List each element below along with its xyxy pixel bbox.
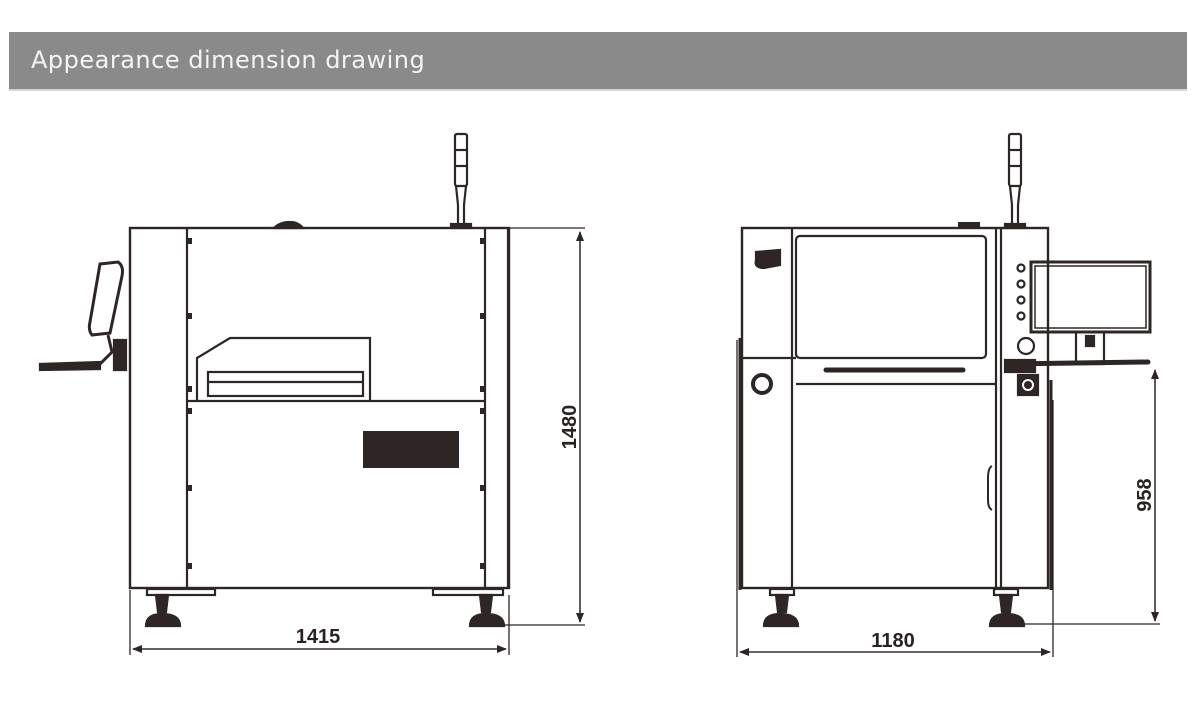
monitor-arm-icon xyxy=(38,260,128,372)
dimension-lines xyxy=(736,340,1160,657)
side-width-label: 1415 xyxy=(296,626,341,648)
signal-tower-icon xyxy=(449,132,473,230)
control-buttons xyxy=(1016,263,1026,321)
leveling-foot-icon xyxy=(468,593,506,628)
dimension-lines xyxy=(129,227,585,655)
hinge-markers xyxy=(187,238,485,569)
side-height-label: 1480 xyxy=(559,405,581,450)
emergency-button-icon xyxy=(751,373,773,395)
monitor-icon xyxy=(1003,260,1152,397)
section-title: Appearance dimension drawing xyxy=(31,46,426,74)
side-view xyxy=(38,132,585,655)
leveling-foot-icon xyxy=(144,593,182,628)
front-view xyxy=(736,132,1160,657)
logo-icon xyxy=(754,248,782,270)
leveling-foot-icon xyxy=(988,593,1026,628)
section-header: Appearance dimension drawing xyxy=(9,32,1187,91)
front-width-label: 1180 xyxy=(871,630,914,652)
front-height-label: 958 xyxy=(1134,478,1156,511)
leveling-foot-icon xyxy=(762,593,800,628)
signal-tower-icon xyxy=(1003,132,1027,230)
nameplate xyxy=(363,431,459,468)
